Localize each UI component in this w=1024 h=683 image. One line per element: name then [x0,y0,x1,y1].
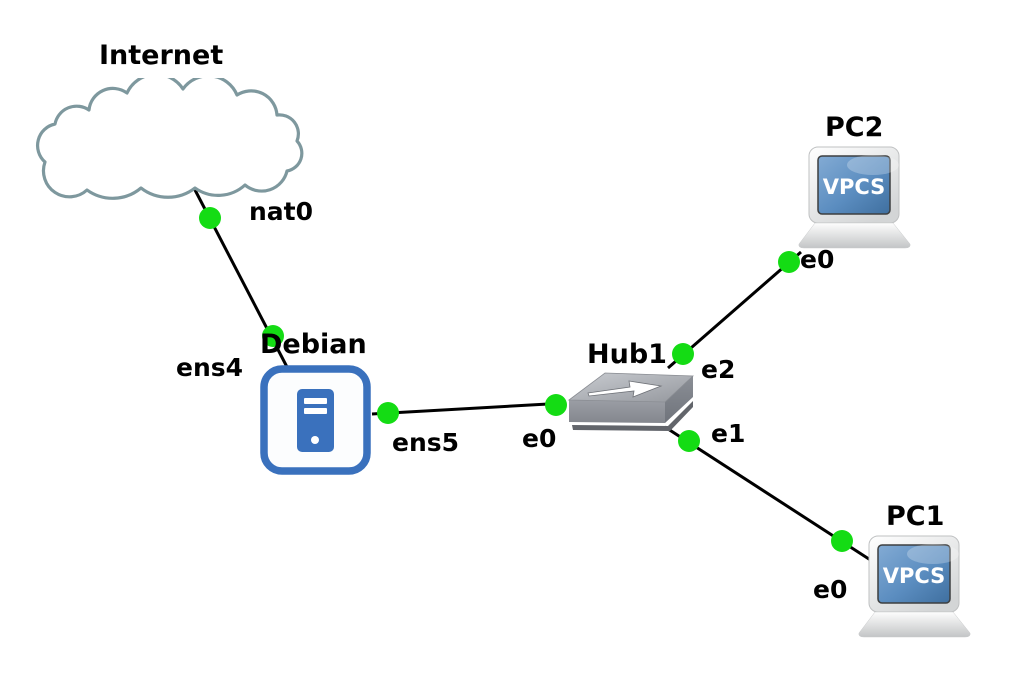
status-dot-nat0 [199,207,221,229]
monitor-screen [817,155,891,215]
port-label-hub1-e0[interactable]: e0 [522,424,557,453]
server-tower [297,389,334,452]
node-label-pc2[interactable]: PC2 [825,112,884,143]
status-dot-ens4 [262,325,284,347]
hub1-icon[interactable] [560,365,705,443]
port-label-nat0[interactable]: nat0 [249,197,314,226]
status-dot-pc1-e0 [831,530,853,552]
node-label-hub1[interactable]: Hub1 [587,339,667,370]
port-label-ens5[interactable]: ens5 [392,428,460,457]
cloud-outline [35,78,304,200]
monitor-base [798,222,911,249]
debian-server-icon[interactable] [259,364,372,476]
port-label-ens4[interactable]: ens4 [176,353,244,382]
pc2-vpcs-icon[interactable]: VPCS [797,146,913,252]
status-dot-hub1-e1 [678,430,700,452]
node-label-internet[interactable]: Internet [99,40,224,71]
status-dot-hub1-e0 [545,394,567,416]
monitor-screen [877,544,951,604]
server-drive-slot [304,398,327,404]
hub-arrow-glyph [587,380,663,398]
hub-right-face [665,376,693,423]
hub-front-face [569,400,665,423]
pc1-vpcs-icon[interactable]: VPCS [857,535,973,641]
status-dot-pc2-e0 [778,251,800,273]
monitor-base [858,611,971,638]
server-power-button [311,436,319,444]
port-label-hub1-e2[interactable]: e2 [701,355,736,384]
screen-gloss [907,544,959,564]
port-label-pc1-e0[interactable]: e0 [813,575,848,604]
status-dot-hub1-e2 [672,343,694,365]
vpcs-screen-text: VPCS [883,564,946,588]
status-dot-ens5 [377,402,399,424]
port-label-pc2-e0[interactable]: e0 [800,245,835,274]
link-debian-hub1[interactable] [371,401,567,416]
port-label-hub1-e1[interactable]: e1 [711,419,746,448]
node-label-debian[interactable]: Debian [260,329,367,360]
internet-cloud-icon[interactable] [25,78,315,206]
hub-shadow [572,401,693,431]
node-label-pc1[interactable]: PC1 [886,501,945,532]
screen-gloss [847,155,899,175]
vpcs-screen-text: VPCS [823,175,886,199]
server-drive-slot [304,408,327,414]
